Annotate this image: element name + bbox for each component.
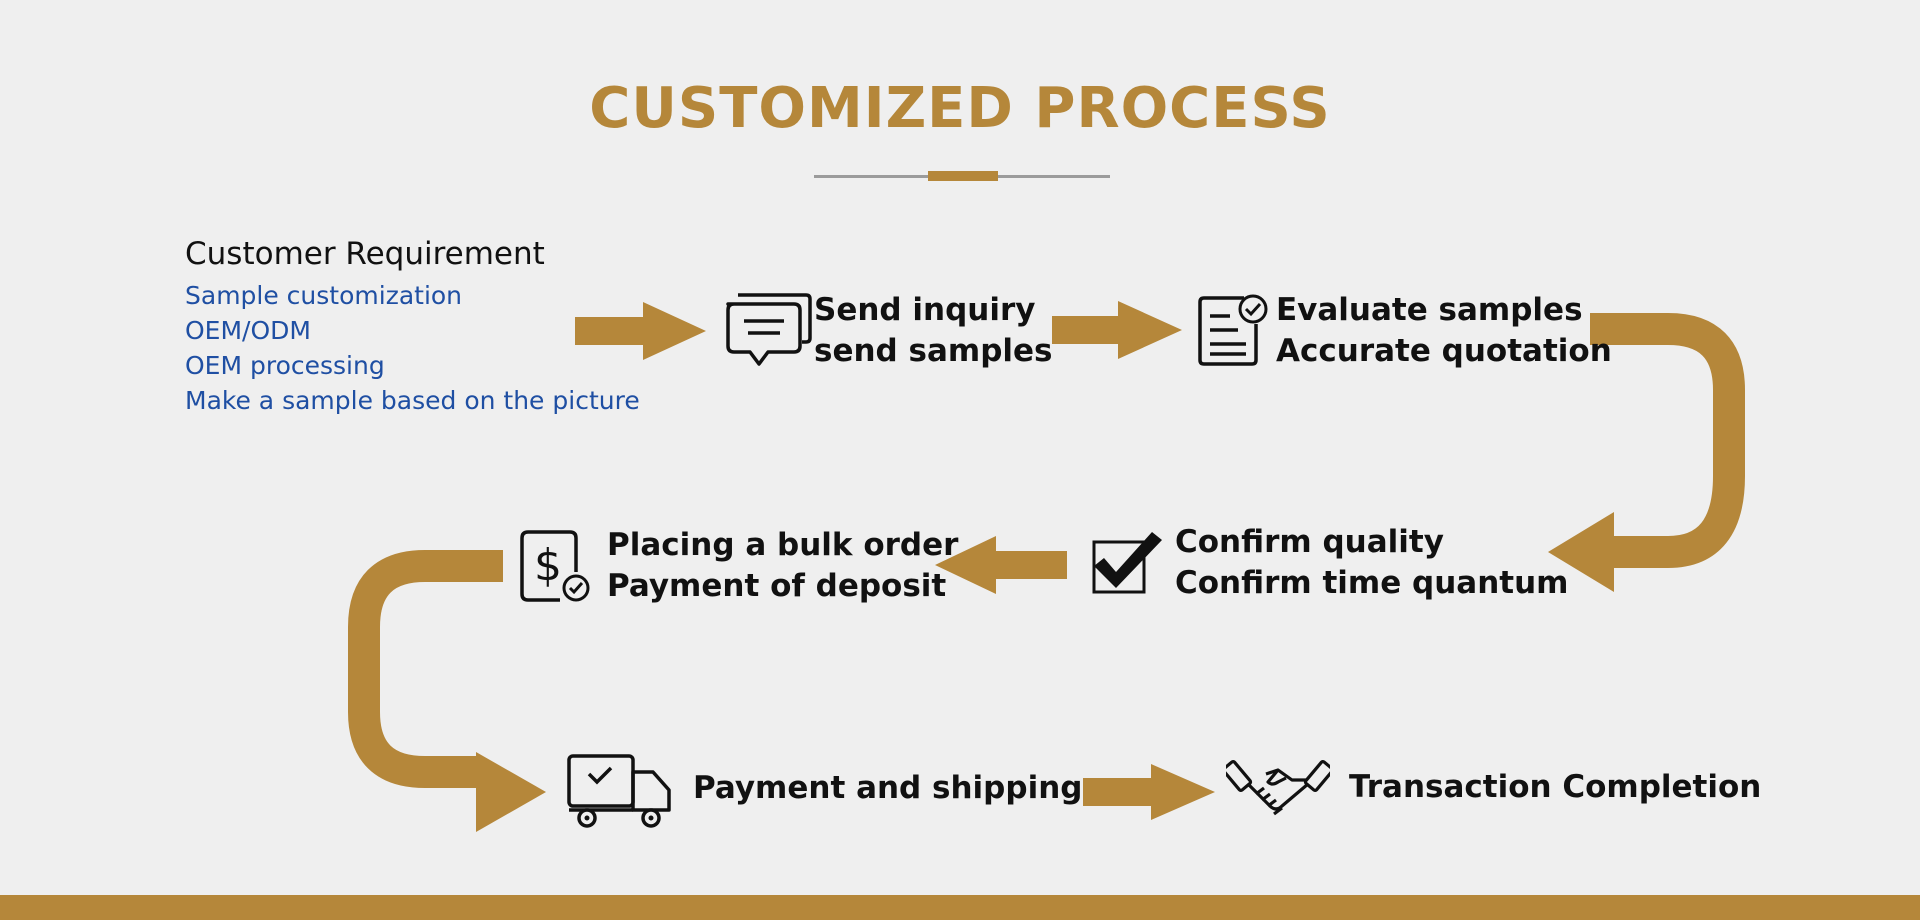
step-line-1: Evaluate samples xyxy=(1276,292,1583,328)
step-line-2: send samples xyxy=(814,333,1053,369)
requirement-item: Make a sample based on the picture xyxy=(185,386,640,415)
step-line-2: Confirm time quantum xyxy=(1175,565,1569,601)
dollar-check-icon: $ xyxy=(520,530,590,602)
step-confirm-quality: Confirm quality Confirm time quantum xyxy=(1175,522,1568,604)
customer-requirement-list: Sample customization OEM/ODM OEM process… xyxy=(185,278,640,418)
page-title: CUSTOMIZED PROCESS xyxy=(589,76,1331,141)
arrowhead-shipping xyxy=(476,752,546,832)
requirement-item: Sample customization xyxy=(185,281,463,310)
chat-bubbles-icon xyxy=(726,293,812,366)
title-divider-accent xyxy=(928,171,998,181)
handshake-icon xyxy=(1226,759,1330,816)
step-line-2: Payment of deposit xyxy=(607,568,947,604)
checkbox-checked-icon xyxy=(1092,532,1162,594)
arrow-shipping-to-completion xyxy=(1083,764,1215,820)
step-bulk-order: Placing a bulk order Payment of deposit xyxy=(607,525,958,607)
requirement-item: OEM/ODM xyxy=(185,316,311,345)
step-line-1: Transaction Completion xyxy=(1349,769,1762,805)
step-evaluate-samples: Evaluate samples Accurate quotation xyxy=(1276,290,1612,372)
curve-evaluate-to-confirm xyxy=(1590,313,1745,568)
step-transaction-completion: Transaction Completion xyxy=(1349,767,1761,808)
step-line-2: Accurate quotation xyxy=(1276,333,1612,369)
customer-requirement-heading: Customer Requirement xyxy=(185,236,545,272)
step-line-1: Payment and shipping xyxy=(693,770,1083,806)
bottom-accent-bar xyxy=(0,895,1920,920)
checklist-document-icon xyxy=(1198,294,1268,366)
step-line-1: Placing a bulk order xyxy=(607,527,959,563)
curve-order-to-shipping xyxy=(348,550,503,788)
svg-text:$: $ xyxy=(534,540,562,591)
step-line-1: Confirm quality xyxy=(1175,524,1444,560)
step-payment-shipping: Payment and shipping xyxy=(693,768,1082,809)
step-line-1: Send inquiry xyxy=(814,292,1036,328)
requirement-item: OEM processing xyxy=(185,351,385,380)
step-send-inquiry: Send inquiry send samples xyxy=(814,290,1053,372)
arrow-requirement-to-inquiry xyxy=(575,302,706,360)
arrowhead-confirm xyxy=(1548,512,1614,592)
arrow-inquiry-to-evaluate xyxy=(1052,301,1182,359)
delivery-truck-icon xyxy=(567,754,671,828)
arrow-confirm-to-order xyxy=(935,536,1067,594)
